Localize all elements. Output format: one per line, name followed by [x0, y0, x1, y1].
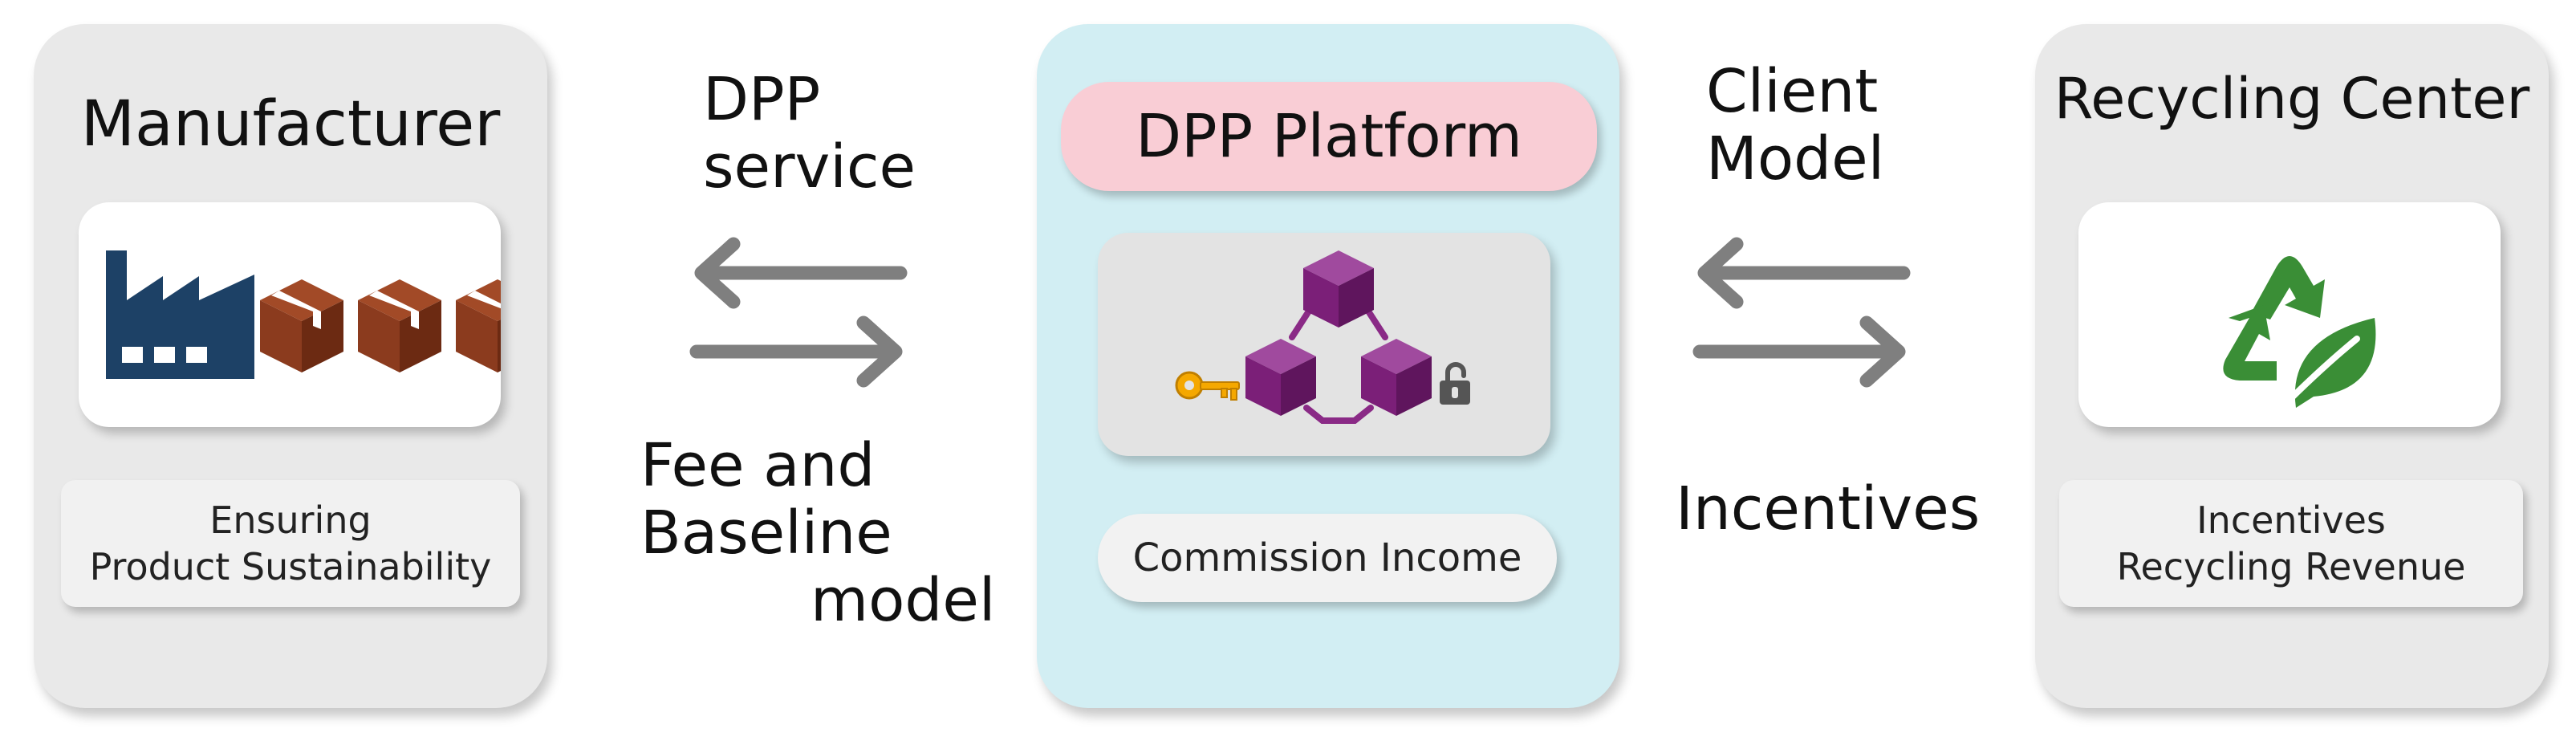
- recycling-title: Recycling Center: [2054, 66, 2530, 132]
- blockchain-cubes-icon: [1245, 250, 1432, 424]
- platform-title: DPP Platform: [1061, 82, 1597, 191]
- right-flow-top-label-line: Model: [1706, 124, 1885, 193]
- arrow-left-icon: [1697, 237, 1911, 309]
- arrow-right-icon: [689, 315, 903, 388]
- right-flow-top-label-line: Client: [1706, 57, 1879, 126]
- left-flow-top-label: DPP service: [703, 66, 916, 201]
- manufacturer-caption: Ensuring Product Sustainability: [61, 480, 520, 607]
- manufacturer-caption-line: Ensuring: [209, 499, 372, 542]
- left-flow-bottom-label-line: model: [811, 566, 996, 635]
- arrow-left-icon: [694, 237, 908, 309]
- left-flow-top-label-line: DPP: [703, 65, 821, 134]
- platform-icon-card: [1098, 233, 1550, 456]
- left-flow-bottom-label-line: Baseline: [640, 499, 892, 568]
- arrow-right-icon: [1692, 315, 1906, 388]
- platform-caption: Commission Income: [1098, 514, 1557, 602]
- manufacturer-title: Manufacturer: [80, 88, 501, 161]
- left-flow-bottom-label: Fee and Baseline model: [640, 432, 995, 634]
- left-flow-bottom-label-line: Fee and: [640, 431, 876, 500]
- right-flow-top-label: Client Model: [1706, 58, 1884, 193]
- left-flow-top-label-line: service: [703, 132, 916, 201]
- recycle-leaf-icon: [2223, 256, 2376, 411]
- key-icon: [1175, 371, 1240, 401]
- right-flow-bottom-label: Incentives: [1676, 474, 1981, 543]
- factory-icon: [106, 250, 254, 379]
- box-icon: [358, 279, 441, 372]
- recycling-icon-card: [2078, 202, 2501, 427]
- recycling-caption-line: Incentives: [2196, 499, 2386, 542]
- recycling-caption-line: Recycling Revenue: [2116, 545, 2466, 588]
- manufacturer-icon-card: [79, 202, 501, 427]
- padlock-icon: [1440, 362, 1470, 405]
- box-icon: [456, 279, 501, 372]
- box-icon: [260, 279, 343, 372]
- recycling-caption: Incentives Recycling Revenue: [2059, 480, 2523, 607]
- manufacturer-caption-line: Product Sustainability: [89, 545, 492, 588]
